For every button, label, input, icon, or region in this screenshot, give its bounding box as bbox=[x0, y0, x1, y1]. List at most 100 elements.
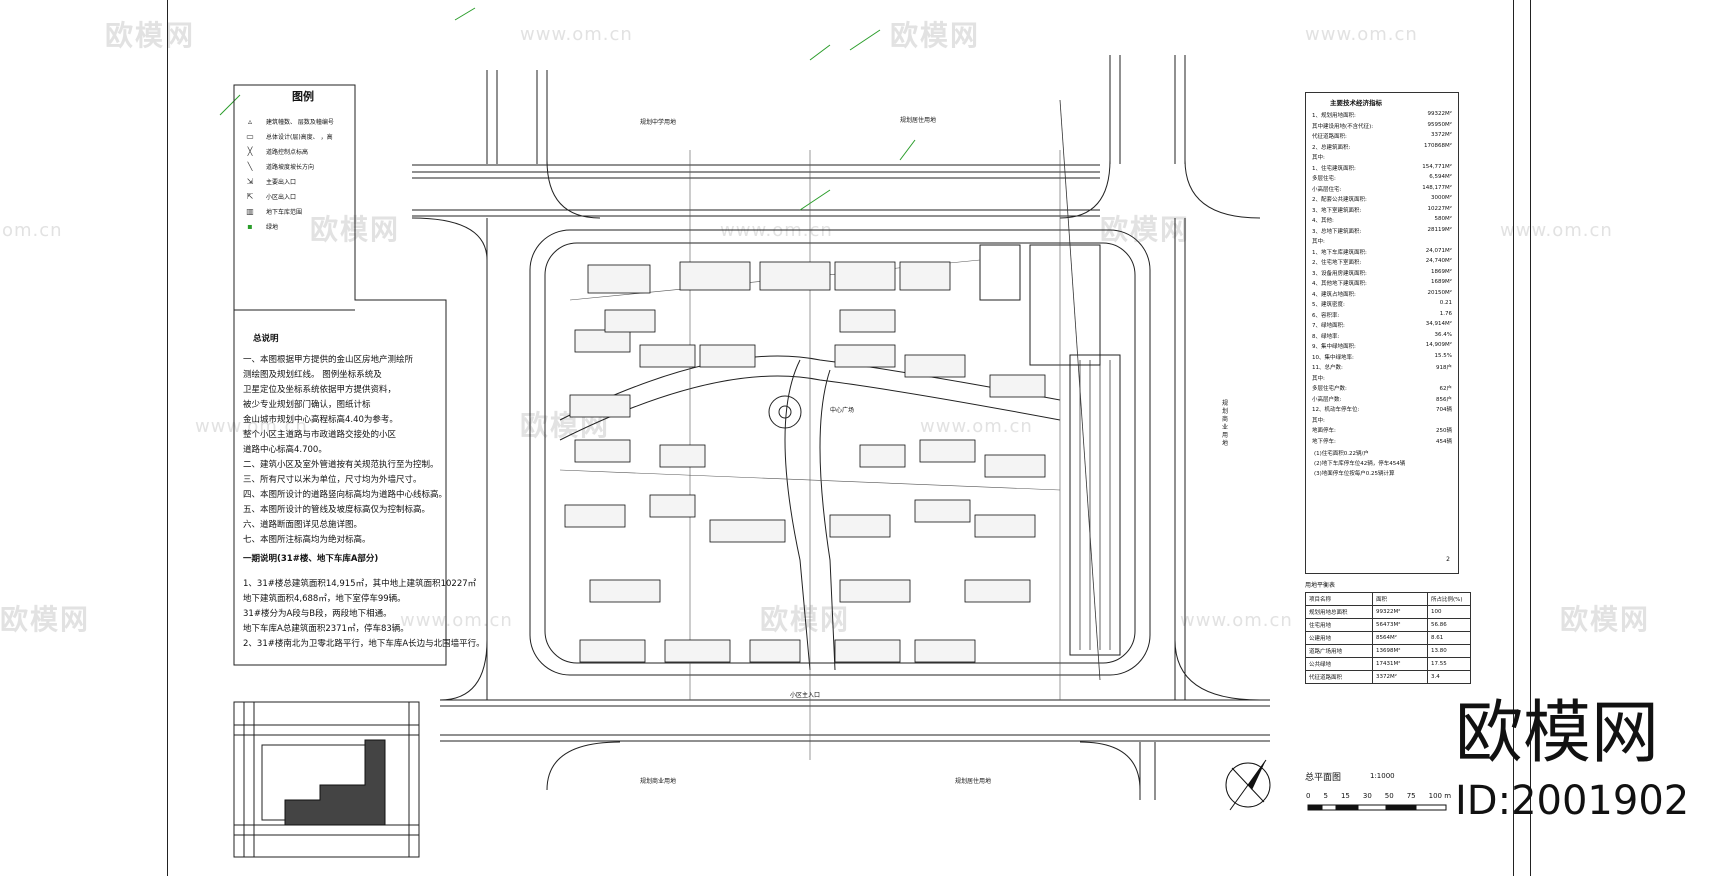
spec-row: 10、集中绿地率:15.5% bbox=[1312, 353, 1452, 364]
label-road-top: 规划中学用地 bbox=[640, 119, 677, 126]
spec-value: 3000M² bbox=[1431, 195, 1452, 201]
spec-panel: 主要技术经济指标 1、规划用地面积:99322M² 其中建设用地(不含代征):9… bbox=[1305, 92, 1459, 574]
scale-tick-label: 15 bbox=[1340, 792, 1350, 800]
legend-symbol-icon: ╳ bbox=[247, 147, 253, 156]
legend-item: ▭总体设计(层)高度、 ，高 bbox=[240, 129, 350, 144]
spec-label: 6、容积率: bbox=[1312, 312, 1340, 319]
spec-footnotes: (1)住宅面积0.22辆/户(2)地下车库停车位42辆，停车454辆(3)地面停… bbox=[1306, 447, 1458, 481]
table-cell: 13.80 bbox=[1427, 644, 1471, 658]
watermark-logo: 欧模网 bbox=[1560, 603, 1651, 636]
spec-label: 4、其他: bbox=[1312, 218, 1334, 224]
spec-row: 9、集中绿地面积:14,909M² bbox=[1312, 342, 1452, 353]
spec-label: 地面停车: bbox=[1312, 428, 1336, 434]
notes-sub-list: 1、31#楼总建筑面积14,915㎡，其中地上建筑面积10227㎡ 地下建筑面积… bbox=[243, 577, 485, 652]
spec-footnote: (3)地面停车位按每户0.25辆计算 bbox=[1314, 471, 1395, 477]
label-road-bottom-right: 规划居住用地 bbox=[955, 778, 992, 785]
note-line: 卫星定位及坐标系统依据甲方提供资料， bbox=[243, 385, 397, 395]
legend-item: ╳道路控制点标高 bbox=[240, 144, 350, 159]
spec-page-num: 2 bbox=[1446, 556, 1450, 563]
legend-symbol-icon: ⇲ bbox=[246, 177, 254, 186]
table-cell: 公建用地 bbox=[1305, 631, 1373, 645]
brand-id: ID:2001902 bbox=[1455, 778, 1690, 824]
watermark-logo: 欧模网 bbox=[1100, 213, 1191, 246]
spec-row: 1、规划用地面积:99322M² bbox=[1312, 111, 1452, 122]
spec-value: 95950M² bbox=[1427, 121, 1452, 128]
spec-row: 5、建筑密度:0.21 bbox=[1312, 300, 1452, 311]
table-cell: 住宅用地 bbox=[1305, 618, 1373, 632]
note-line: 测绘图及规划红线。 图例坐标系统及 bbox=[243, 370, 382, 380]
note-line: 三、所有尺寸以米为单位，尺寸均为外墙尺寸。 bbox=[243, 475, 422, 485]
watermark-url: www.om.cn bbox=[400, 610, 513, 631]
spec-label: 3、设备用房建筑面积: bbox=[1312, 270, 1367, 277]
note-line: 一、本图根据甲方提供的金山区房地产测绘所 bbox=[243, 355, 414, 365]
table-header-cell: 面积 bbox=[1372, 592, 1428, 606]
spec-value: 704辆 bbox=[1436, 407, 1452, 413]
spec-row: 12、机动车停车位:704辆 bbox=[1312, 405, 1452, 416]
spec-label: 小高层住宅: bbox=[1312, 186, 1342, 193]
legend-title: 图例 bbox=[292, 90, 314, 103]
spec-value: 62户 bbox=[1439, 386, 1453, 392]
table-cell: 17.55 bbox=[1427, 657, 1471, 671]
spec-label: 其中: bbox=[1312, 239, 1325, 245]
table-cell: 56.86 bbox=[1427, 618, 1471, 632]
legend-item: ▵建筑幢数、 层数及幢编号 bbox=[240, 114, 350, 129]
table-cell: 道路广场用地 bbox=[1305, 644, 1373, 658]
note-line: 地下建筑面积4,688㎡，地下室停车99辆。 bbox=[243, 594, 406, 604]
legend-item-label: 绿地 bbox=[266, 224, 279, 231]
note-line: 地下车库A总建筑面积2371㎡，停车83辆。 bbox=[243, 624, 409, 634]
legend-symbol-icon: ▪ bbox=[247, 222, 253, 231]
legend-symbol-icon: ▥ bbox=[246, 207, 254, 216]
table-cell: 100 bbox=[1427, 605, 1471, 619]
sheet-border-outer bbox=[1530, 0, 1531, 876]
spec-label: 代征道路面积: bbox=[1312, 134, 1347, 140]
spec-row: 2、住宅地下室面积:24,740M² bbox=[1312, 258, 1452, 269]
spec-row: 其中: bbox=[1312, 153, 1452, 164]
table-header-cell: 所占比例(%) bbox=[1427, 592, 1471, 606]
spec-label: 其中建设用地(不含代征): bbox=[1312, 123, 1374, 130]
table-cell: 56473M² bbox=[1372, 618, 1428, 632]
spec-value: 24,740M² bbox=[1425, 258, 1452, 264]
scale-tick-label: 50 bbox=[1384, 792, 1394, 800]
spec-value: 1689M² bbox=[1431, 279, 1452, 285]
spec-value: 1.76 bbox=[1439, 310, 1452, 317]
legend-item-label: 主要出入口 bbox=[266, 179, 297, 186]
drawing-scale: 1:1000 bbox=[1370, 772, 1395, 780]
spec-label: 1、规划用地面积: bbox=[1312, 113, 1356, 119]
legend-item-label: 地下车库范围 bbox=[266, 209, 303, 216]
table-cell: 规划用地总面积 bbox=[1305, 605, 1373, 619]
spec-value: 36.4% bbox=[1434, 331, 1452, 338]
spec-row: 8、绿地率:36.4% bbox=[1312, 332, 1452, 343]
note-line: 1、31#楼总建筑面积14,915㎡，其中地上建筑面积10227㎡ bbox=[243, 579, 477, 589]
spec-row: 6、容积率: 1.76 bbox=[1312, 311, 1452, 322]
note-line: 五、本图所设计的管线及坡度标高仅为控制标高。 bbox=[243, 505, 431, 515]
note-line: 道路中心标高4.700。 bbox=[243, 445, 327, 455]
watermark-url: www.om.cn bbox=[1180, 610, 1293, 631]
spec-value: 14,909M² bbox=[1425, 342, 1452, 348]
legend-item: ╲道路坡度坡长方向 bbox=[240, 159, 350, 174]
spec-label: 10、集中绿地率: bbox=[1312, 354, 1354, 361]
notes-list: 一、本图根据甲方提供的金山区房地产测绘所 测绘图及规划红线。 图例坐标系统及 卫… bbox=[243, 353, 485, 548]
legend-item-label: 道路坡度坡长方向 bbox=[266, 164, 315, 171]
spec-value: 28119M² bbox=[1427, 226, 1452, 233]
spec-label: 多层住宅户数: bbox=[1312, 386, 1347, 392]
legend-item: ⇱小区出入口 bbox=[240, 189, 350, 204]
scale-tick-label: 75 bbox=[1406, 792, 1416, 800]
legend-symbol-icon: ▭ bbox=[246, 132, 254, 141]
legend-item: ⇲ 主要出入口 bbox=[240, 174, 350, 189]
spec-label: 4、建筑占地面积: bbox=[1312, 291, 1356, 298]
label-road-right: 规划商业用地 bbox=[1222, 400, 1229, 447]
spec-row: 地面停车:250辆 bbox=[1312, 426, 1452, 437]
table-cell: 8564M² bbox=[1372, 631, 1428, 645]
spec-label: 多层住宅: bbox=[1312, 176, 1336, 182]
table-cell: 13698M² bbox=[1372, 644, 1428, 658]
spec-label: 其中: bbox=[1312, 417, 1325, 424]
watermark-logo: 欧模网 bbox=[310, 213, 401, 246]
sheet-border-right bbox=[1513, 0, 1514, 876]
spec-row: 3、地下室建筑面积:10227M² bbox=[1312, 206, 1452, 217]
spec-label: 1、地下车库建筑面积: bbox=[1312, 249, 1367, 256]
